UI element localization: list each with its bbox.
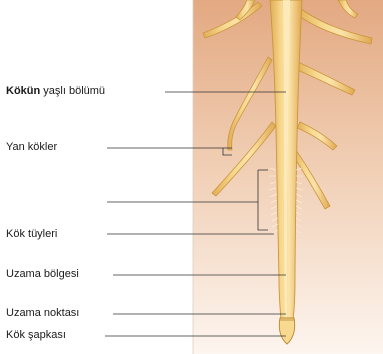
label-old-part-rest: yaşlı bölümü: [40, 85, 105, 97]
label-growing-point: Uzama noktası: [6, 307, 79, 320]
label-lateral-roots: Yan kökler: [6, 141, 57, 154]
label-root-cap: Kök şapkası: [6, 329, 66, 342]
label-root-hairs: Kök tüyleri: [6, 228, 57, 241]
label-old-part-bold: Kökün: [6, 85, 40, 97]
label-elongation-zone: Uzama bölgesi: [6, 268, 79, 281]
label-old-part: Kökün yaşlı bölümü: [6, 85, 105, 98]
